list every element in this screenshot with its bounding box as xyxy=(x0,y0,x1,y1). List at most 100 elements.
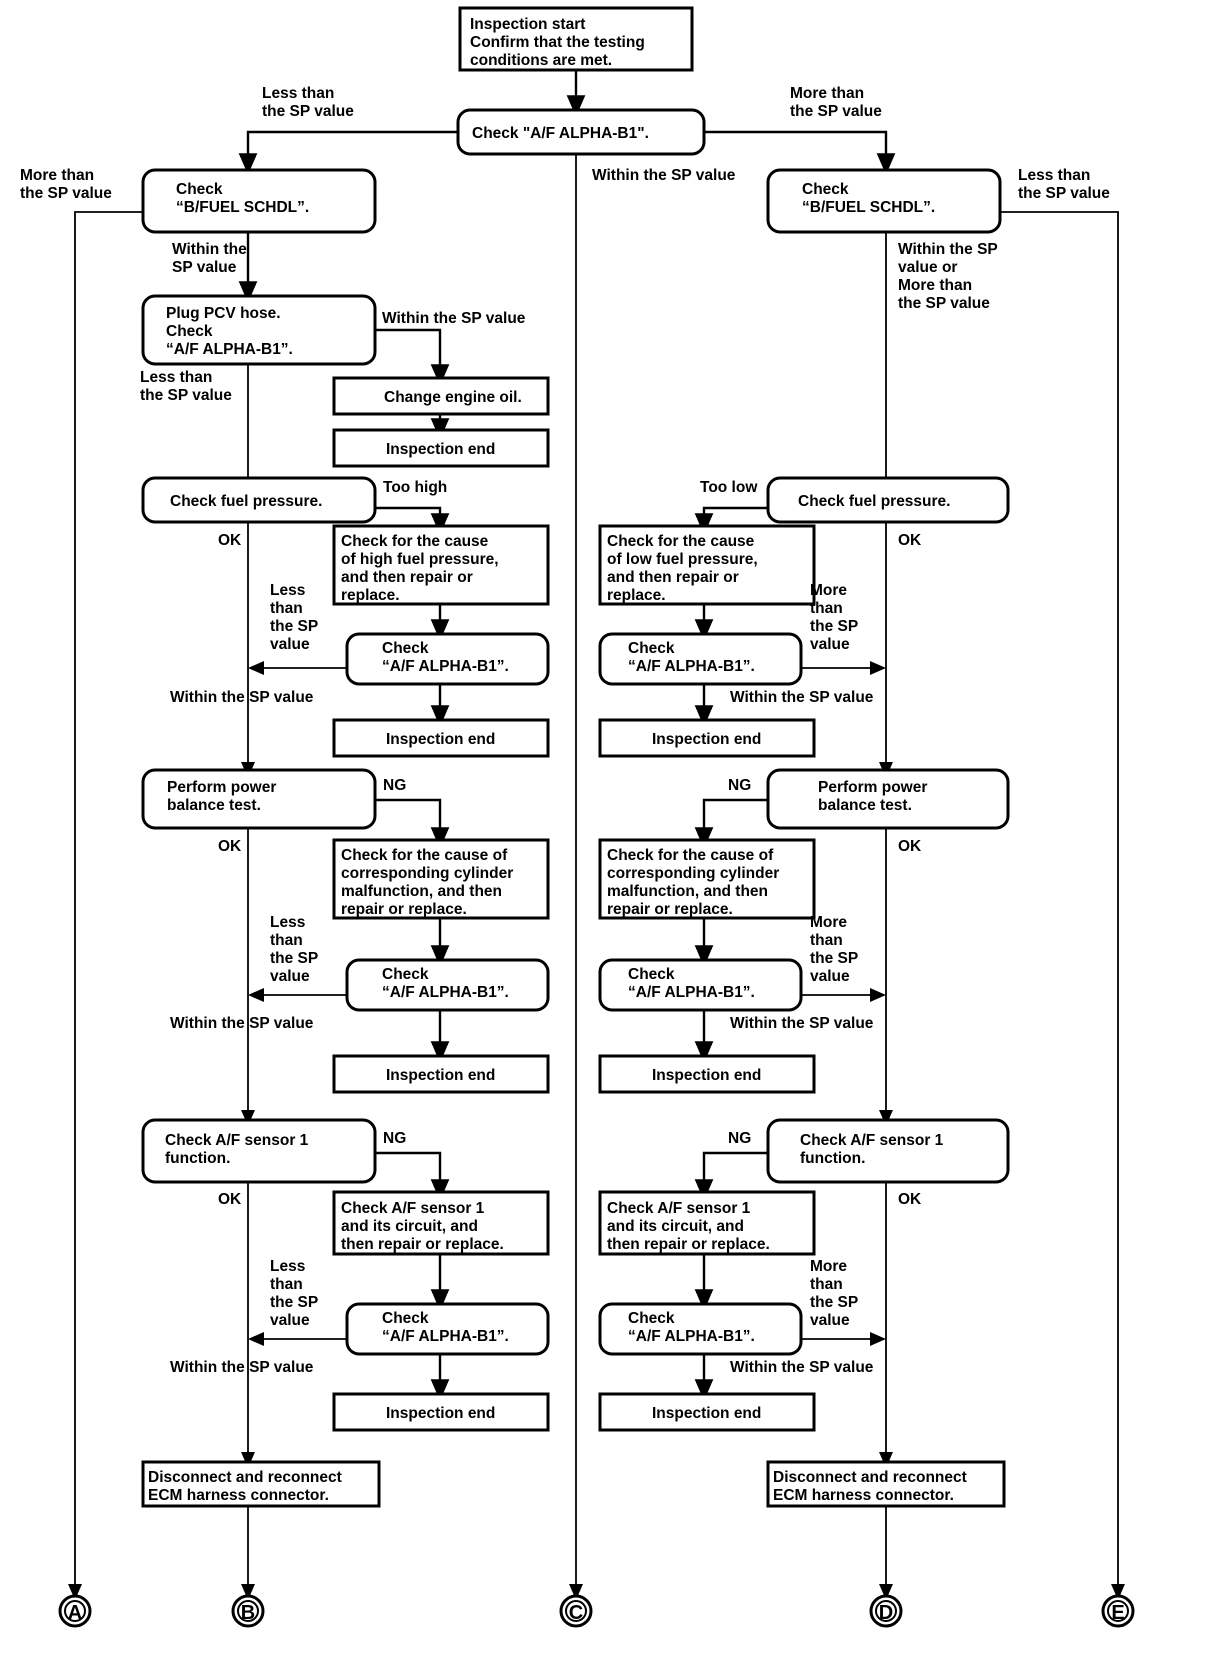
label-less-narrow-l3-2: the SP xyxy=(270,1294,318,1311)
node-plug-pcv-line-2: “A/F ALPHA-B1”. xyxy=(166,341,293,358)
connector-B-label: B xyxy=(241,1602,255,1624)
node-insp-end-5 xyxy=(598,1054,816,1094)
node-check-af-l3 xyxy=(345,1302,550,1356)
edge-pcv-to-oil xyxy=(375,328,450,386)
label-more-than-sp-farleft-0: More than xyxy=(20,167,94,184)
label-more-narrow-r2-3: value xyxy=(810,968,850,985)
node-high-fuel-cause-line-3: replace. xyxy=(341,587,400,604)
label-within-sp-l2: Within the SP value xyxy=(170,1015,314,1032)
node-change-oil-label: Change engine oil. xyxy=(384,389,522,406)
node-left-bfuel-line-1: “B/FUEL SCHDL”. xyxy=(176,199,309,216)
node-start-line-2: conditions are met. xyxy=(470,52,612,69)
label-ok-right-2: OK xyxy=(898,838,922,855)
node-left-sensor-repair xyxy=(332,1190,550,1256)
node-check-af-r3 xyxy=(598,1302,803,1356)
node-high-fuel-cause-line-1: of high fuel pressure, xyxy=(341,551,499,568)
label-ok-right-1: OK xyxy=(898,532,922,549)
node-right-cyl-cause-line-2: malfunction, and then xyxy=(607,883,768,900)
connector-C-inner xyxy=(565,1600,587,1622)
node-insp-end-4-label: Inspection end xyxy=(386,1067,495,1084)
label-more-narrow-r3-0: More xyxy=(810,1258,847,1275)
label-ok-left-2: OK xyxy=(218,838,242,855)
node-right-ecm-line-0: Disconnect and reconnect xyxy=(773,1469,967,1486)
label-more-narrow-r1-2: the SP xyxy=(810,618,858,635)
label-ng-left-2: NG xyxy=(383,1130,406,1147)
node-low-fuel-cause-line-1: of low fuel pressure, xyxy=(607,551,758,568)
node-insp-end-3-label: Inspection end xyxy=(652,731,761,748)
edge-right-to-E xyxy=(1000,211,1126,1601)
node-start xyxy=(458,6,694,72)
node-check-af-l2-line-1: “A/F ALPHA-B1”. xyxy=(382,984,509,1001)
node-insp-end-6 xyxy=(332,1392,550,1432)
node-insp-end-7 xyxy=(598,1392,816,1432)
node-check-af-top-label: Check "A/F ALPHA-B1". xyxy=(472,125,649,142)
label-ok-right-3: OK xyxy=(898,1191,922,1208)
label-less-narrow-l2-3: value xyxy=(270,968,310,985)
label-within-sp-l3: Within the SP value xyxy=(170,1359,314,1376)
node-low-fuel-cause-line-3: replace. xyxy=(607,587,666,604)
label-less-narrow-l3-1: than xyxy=(270,1276,303,1293)
connector-E-label: E xyxy=(1111,1602,1124,1624)
node-high-fuel-cause-line-2: and then repair or xyxy=(341,569,473,586)
node-right-bfuel-line-1: “B/FUEL SCHDL”. xyxy=(802,199,935,216)
node-right-fuel-press-label: Check fuel pressure. xyxy=(798,493,950,510)
label-within-sp-center: Within the SP value xyxy=(592,167,736,184)
node-check-af-l1-line-1: “A/F ALPHA-B1”. xyxy=(382,658,509,675)
label-within-sp-left-0: Within the xyxy=(172,241,247,258)
label-more-narrow-r1-1: than xyxy=(810,600,843,617)
label-within-sp-r3: Within the SP value xyxy=(730,1359,874,1376)
label-more-narrow-r3-1: than xyxy=(810,1276,843,1293)
node-right-cyl-cause xyxy=(598,838,816,920)
node-right-ecm-line-1: ECM harness connector. xyxy=(773,1487,954,1504)
node-left-cyl-cause-line-3: repair or replace. xyxy=(341,901,467,918)
label-more-narrow-r2-2: the SP xyxy=(810,950,858,967)
node-right-cyl-cause-line-3: repair or replace. xyxy=(607,901,733,918)
node-left-fuel-press-label: Check fuel pressure. xyxy=(170,493,322,510)
node-check-af-l3-line-1: “A/F ALPHA-B1”. xyxy=(382,1328,509,1345)
node-left-ecm-line-1: ECM harness connector. xyxy=(148,1487,329,1504)
node-check-af-r2 xyxy=(598,958,803,1012)
label-more-narrow-r2-0: More xyxy=(810,914,847,931)
node-check-af-r3-line-0: Check xyxy=(628,1310,675,1327)
label-less-than-sp-pcv-0: Less than xyxy=(140,369,212,386)
label-less-than-sp-farright-0: Less than xyxy=(1018,167,1090,184)
node-check-af-r3-line-1: “A/F ALPHA-B1”. xyxy=(628,1328,755,1345)
node-check-af-r2-line-1: “A/F ALPHA-B1”. xyxy=(628,984,755,1001)
edge-right-sensor-ng xyxy=(694,1151,768,1201)
label-less-narrow-l1-3: value xyxy=(270,636,310,653)
label-less-narrow-l1-2: the SP xyxy=(270,618,318,635)
node-left-ecm-line-0: Disconnect and reconnect xyxy=(148,1469,342,1486)
label-within-sp-left-1: SP value xyxy=(172,259,237,276)
node-left-sensor-repair-line-2: then repair or replace. xyxy=(341,1236,504,1253)
node-left-sensor-line-1: function. xyxy=(165,1150,230,1167)
label-less-narrow-l3-0: Less xyxy=(270,1258,305,1275)
connector-D-inner xyxy=(875,1600,897,1622)
edge-left-pb-ng xyxy=(375,798,450,849)
label-within-or-more-2: More than xyxy=(898,277,972,294)
label-more-narrow-r3-2: the SP xyxy=(810,1294,858,1311)
node-right-sensor-repair-line-0: Check A/F sensor 1 xyxy=(607,1200,751,1217)
node-left-bfuel xyxy=(141,168,377,234)
connector-D-label: D xyxy=(879,1602,893,1624)
label-ng-left-1: NG xyxy=(383,777,406,794)
node-check-af-r1-line-0: Check xyxy=(628,640,675,657)
label-within-or-more-1: value or xyxy=(898,259,957,276)
node-high-fuel-cause xyxy=(332,524,550,606)
node-right-cyl-cause-line-0: Check for the cause of xyxy=(607,847,774,864)
node-insp-end-5-label: Inspection end xyxy=(652,1067,761,1084)
label-less-narrow-l2-0: Less xyxy=(270,914,305,931)
label-too-high: Too high xyxy=(383,479,447,496)
node-check-af-r2-line-0: Check xyxy=(628,966,675,983)
node-insp-end-3 xyxy=(598,718,816,758)
connector-A-inner xyxy=(64,1600,86,1622)
node-start-line-1: Confirm that the testing xyxy=(470,34,645,51)
edge-right-pb-ng xyxy=(694,798,768,849)
node-left-cyl-cause xyxy=(332,838,550,920)
label-ng-right-1: NG xyxy=(728,777,751,794)
node-high-fuel-cause-line-0: Check for the cause xyxy=(341,533,489,550)
label-more-narrow-r2-1: than xyxy=(810,932,843,949)
edge-rightfuelpress-too-low xyxy=(694,506,768,535)
label-ok-left-3: OK xyxy=(218,1191,242,1208)
node-left-sensor xyxy=(141,1118,377,1184)
label-less-narrow-l3-3: value xyxy=(270,1312,310,1329)
